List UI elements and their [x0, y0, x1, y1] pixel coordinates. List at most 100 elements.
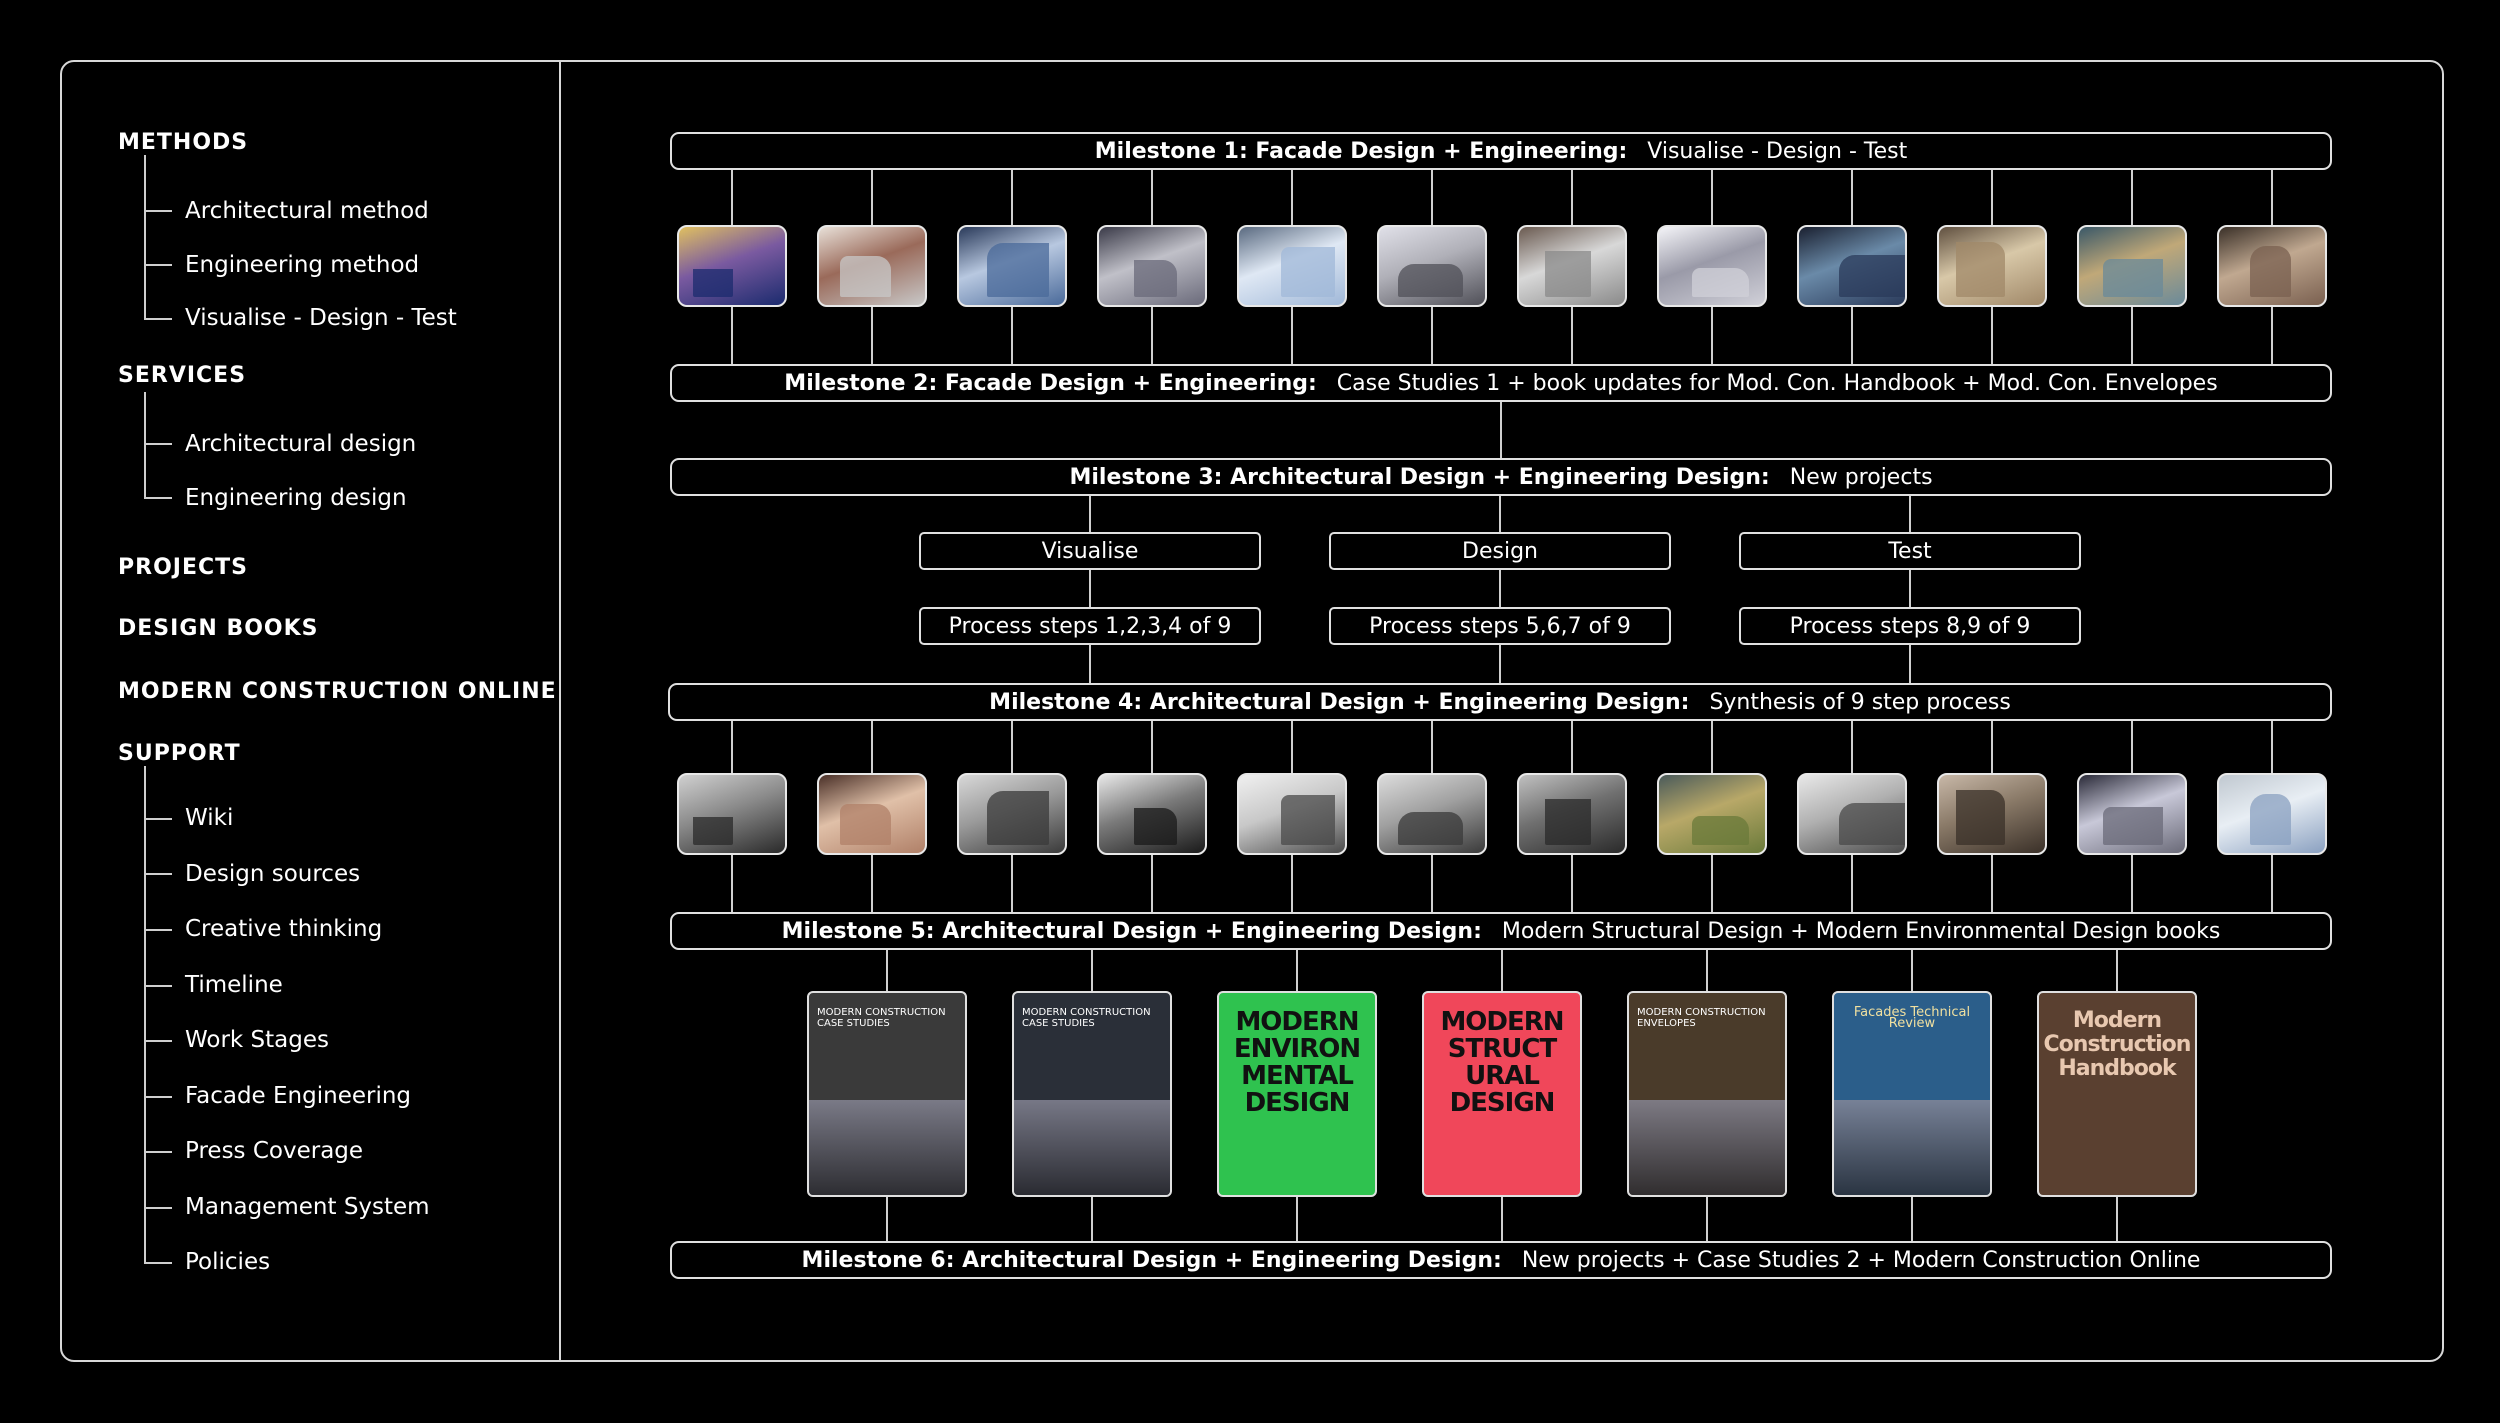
tree-branch [144, 210, 172, 212]
building-shape [987, 791, 1049, 845]
book-cover[interactable]: MODERN ENVIRON MENTAL DESIGN [1217, 991, 1377, 1197]
project-row4-thumbnail[interactable] [1657, 773, 1767, 855]
project-row1-thumbnail[interactable] [1937, 225, 2047, 307]
nav-section-support[interactable]: SUPPORT [118, 741, 241, 766]
phase-test-steps[interactable]: Process steps 8,9 of 9 [1739, 607, 2081, 645]
building-shape [1839, 255, 1905, 297]
project-row4-thumbnail[interactable] [957, 773, 1067, 855]
tree-branch [144, 264, 172, 266]
milestone-5-bar[interactable]: Milestone 5: Architectural Design + Engi… [670, 912, 2332, 950]
nav-section-modern-construction-online[interactable]: MODERN CONSTRUCTION ONLINE [118, 679, 557, 704]
building-shape [1398, 812, 1463, 845]
milestone-2-bar[interactable]: Milestone 2: Facade Design + Engineering… [670, 364, 2332, 402]
project-row1-thumbnail[interactable] [2077, 225, 2187, 307]
nav-item-policies[interactable]: Policies [185, 1249, 271, 1275]
project-row1-thumbnail[interactable] [1237, 225, 1347, 307]
sidebar-divider [559, 60, 561, 1362]
project-row1-thumbnail[interactable] [677, 225, 787, 307]
building-shape [840, 804, 891, 845]
nav-item-design-sources[interactable]: Design sources [185, 861, 361, 887]
milestone-label: Milestone 5: Architectural Design + Engi… [781, 918, 1482, 944]
connector-line [1500, 402, 1502, 458]
nav-item-architectural-method[interactable]: Architectural method [185, 198, 429, 224]
book-cover[interactable]: MODERN CONSTRUCTION CASE STUDIES [807, 991, 967, 1197]
project-row1-thumbnail[interactable] [957, 225, 1067, 307]
milestone-1-bar[interactable]: Milestone 1: Facade Design + Engineering… [670, 132, 2332, 170]
project-row4-thumbnail[interactable] [2077, 773, 2187, 855]
nav-item-creative-thinking[interactable]: Creative thinking [185, 916, 383, 942]
book-cover[interactable]: Facades Technical Review [1832, 991, 1992, 1197]
nav-section-methods[interactable]: METHODS [118, 130, 249, 155]
phase-visualise-box[interactable]: Visualise [919, 532, 1261, 570]
milestone-3-bar[interactable]: Milestone 3: Architectural Design + Engi… [670, 458, 2332, 496]
nav-item-facade-engineering[interactable]: Facade Engineering [185, 1083, 412, 1109]
milestone-4-bar[interactable]: Milestone 4: Architectural Design + Engi… [668, 683, 2332, 721]
project-row1-thumbnail[interactable] [2217, 225, 2327, 307]
project-row4-thumbnail[interactable] [1097, 773, 1207, 855]
phase-visualise-steps[interactable]: Process steps 1,2,3,4 of 9 [919, 607, 1261, 645]
tree-branch [144, 1262, 172, 1264]
milestone-text: Modern Structural Design + Modern Enviro… [1501, 918, 2221, 944]
project-row4-thumbnail[interactable] [1377, 773, 1487, 855]
building-shape [2250, 794, 2291, 845]
project-row1-thumbnail[interactable] [1097, 225, 1207, 307]
tree-branch [144, 873, 172, 875]
book-cover[interactable]: Modern Construction Handbook [2037, 991, 2197, 1197]
project-row4-thumbnail[interactable] [1937, 773, 2047, 855]
book-title: MODERN ENVIRON MENTAL DESIGN [1233, 1007, 1361, 1118]
tree-branch [144, 1096, 172, 1098]
project-row1-thumbnail[interactable] [1517, 225, 1627, 307]
tree-branch [144, 318, 172, 320]
book-title: MODERN STRUCT URAL DESIGN [1440, 1007, 1564, 1118]
book-cover-image [1014, 1100, 1170, 1195]
book-cover[interactable]: MODERN STRUCT URAL DESIGN [1422, 991, 1582, 1197]
nav-item-management-system[interactable]: Management System [185, 1194, 430, 1220]
building-shape [1956, 242, 2005, 297]
book-cover-image [1834, 1100, 1990, 1195]
project-row4-thumbnail[interactable] [1517, 773, 1627, 855]
project-row1-thumbnail[interactable] [1377, 225, 1487, 307]
connector-line [1499, 496, 1501, 683]
nav-section-design-books[interactable]: DESIGN BOOKS [118, 616, 319, 641]
phase-design-steps[interactable]: Process steps 5,6,7 of 9 [1329, 607, 1671, 645]
project-row1-thumbnail[interactable] [1657, 225, 1767, 307]
tree-branch [144, 443, 172, 445]
project-row4-thumbnail[interactable] [1797, 773, 1907, 855]
nav-section-projects[interactable]: PROJECTS [118, 555, 248, 580]
nav-item-press-coverage[interactable]: Press Coverage [185, 1138, 364, 1164]
project-row1-thumbnail[interactable] [1797, 225, 1907, 307]
project-row4-thumbnail[interactable] [677, 773, 787, 855]
nav-section-services[interactable]: SERVICES [118, 363, 247, 388]
nav-item-visualise-design-test[interactable]: Visualise - Design - Test [185, 305, 457, 331]
book-title: MODERN CONSTRUCTION CASE STUDIES [817, 1007, 946, 1029]
building-shape [1281, 247, 1335, 297]
milestone-label: Milestone 6: Architectural Design + Engi… [801, 1247, 1502, 1273]
project-row1-thumbnail[interactable] [817, 225, 927, 307]
nav-item-timeline[interactable]: Timeline [185, 972, 283, 998]
building-shape [1134, 808, 1177, 845]
book-cover[interactable]: MODERN CONSTRUCTION ENVELOPES [1627, 991, 1787, 1197]
phase-design-box[interactable]: Design [1329, 532, 1671, 570]
milestone-text: New projects + Case Studies 2 + Modern C… [1521, 1247, 2201, 1273]
book-cover-image [809, 1100, 965, 1195]
tree-line [144, 392, 146, 498]
building-shape [1692, 268, 1749, 297]
project-row4-thumbnail[interactable] [2217, 773, 2327, 855]
project-row4-thumbnail[interactable] [817, 773, 927, 855]
connector-line [1089, 496, 1091, 683]
nav-item-engineering-method[interactable]: Engineering method [185, 252, 420, 278]
nav-item-work-stages[interactable]: Work Stages [185, 1027, 329, 1053]
phase-test-box[interactable]: Test [1739, 532, 2081, 570]
book-cover[interactable]: MODERN CONSTRUCTION CASE STUDIES [1012, 991, 1172, 1197]
nav-item-engineering-design[interactable]: Engineering design [185, 485, 407, 511]
nav-item-wiki[interactable]: Wiki [185, 805, 234, 831]
tree-branch [144, 1151, 172, 1153]
nav-item-architectural-design[interactable]: Architectural design [185, 431, 417, 457]
milestone-text: Case Studies 1 + book updates for Mod. C… [1336, 370, 2218, 396]
milestone-label: Milestone 1: Facade Design + Engineering… [1094, 138, 1628, 164]
project-row4-thumbnail[interactable] [1237, 773, 1347, 855]
tree-branch [144, 818, 172, 820]
building-shape [1839, 803, 1905, 845]
milestone-6-bar[interactable]: Milestone 6: Architectural Design + Engi… [670, 1241, 2332, 1279]
tree-branch [144, 1207, 172, 1209]
